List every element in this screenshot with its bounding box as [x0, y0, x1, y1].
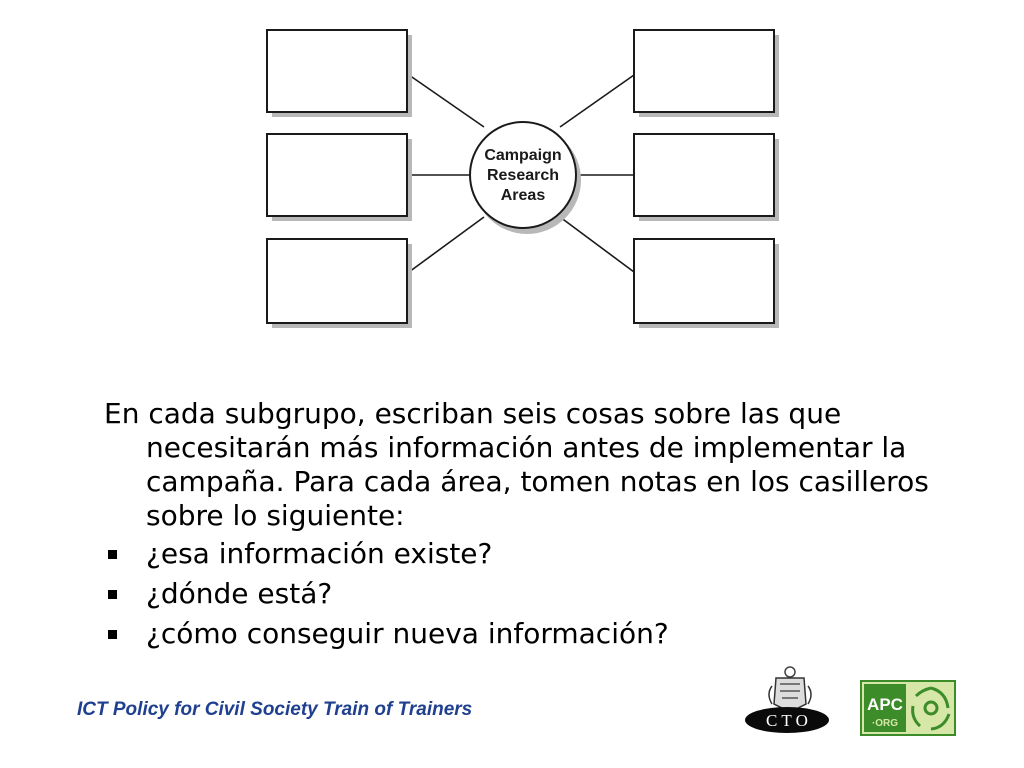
swirl-icon	[911, 686, 951, 731]
bullet-list: ¿esa información existe? ¿dónde está? ¿c…	[104, 537, 984, 651]
box-bottom-right	[633, 238, 779, 328]
box-top-right	[633, 29, 779, 117]
apc-logo: APC ·ORG	[860, 680, 956, 736]
hub-label-line-2: Research	[487, 167, 559, 184]
bullet-item: ¿esa información existe?	[104, 537, 984, 571]
bullet-item: ¿dónde está?	[104, 577, 984, 611]
square-bullet-icon	[108, 550, 117, 559]
bullet-text: ¿esa información existe?	[146, 537, 493, 570]
footer-title: ICT Policy for Civil Society Train of Tr…	[77, 699, 473, 720]
campaign-research-diagram: Campaign Research Areas	[266, 29, 779, 328]
box-middle-left	[266, 133, 412, 221]
square-bullet-icon	[108, 630, 117, 639]
apc-logo-subtext: ·ORG	[872, 718, 898, 729]
bullet-item: ¿cómo conseguir nueva información?	[104, 617, 984, 651]
apc-logo-text: APC	[867, 695, 903, 714]
cto-logo-text: C T O	[766, 711, 808, 730]
cto-logo: C T O	[745, 666, 829, 733]
connector-bottom-left	[408, 216, 485, 273]
instruction-paragraph: En cada subgrupo, escriban seis cosas so…	[104, 397, 929, 532]
box-bottom-left	[266, 238, 412, 328]
box-top-left	[266, 29, 412, 117]
connector-bottom-right	[559, 216, 635, 273]
cto-crest-icon	[768, 666, 812, 713]
hub-label-line-1: Campaign	[484, 147, 561, 164]
bullet-text: ¿cómo conseguir nueva información?	[146, 617, 669, 650]
connector-top-left	[408, 74, 485, 128]
bullet-text: ¿dónde está?	[146, 577, 333, 610]
square-bullet-icon	[108, 590, 117, 599]
box-middle-right	[633, 133, 779, 221]
connector-top-right	[559, 74, 635, 128]
instructions: En cada subgrupo, escriban seis cosas so…	[104, 397, 984, 657]
hub-node: Campaign Research Areas	[469, 121, 581, 234]
hub-label-line-3: Areas	[501, 187, 546, 204]
